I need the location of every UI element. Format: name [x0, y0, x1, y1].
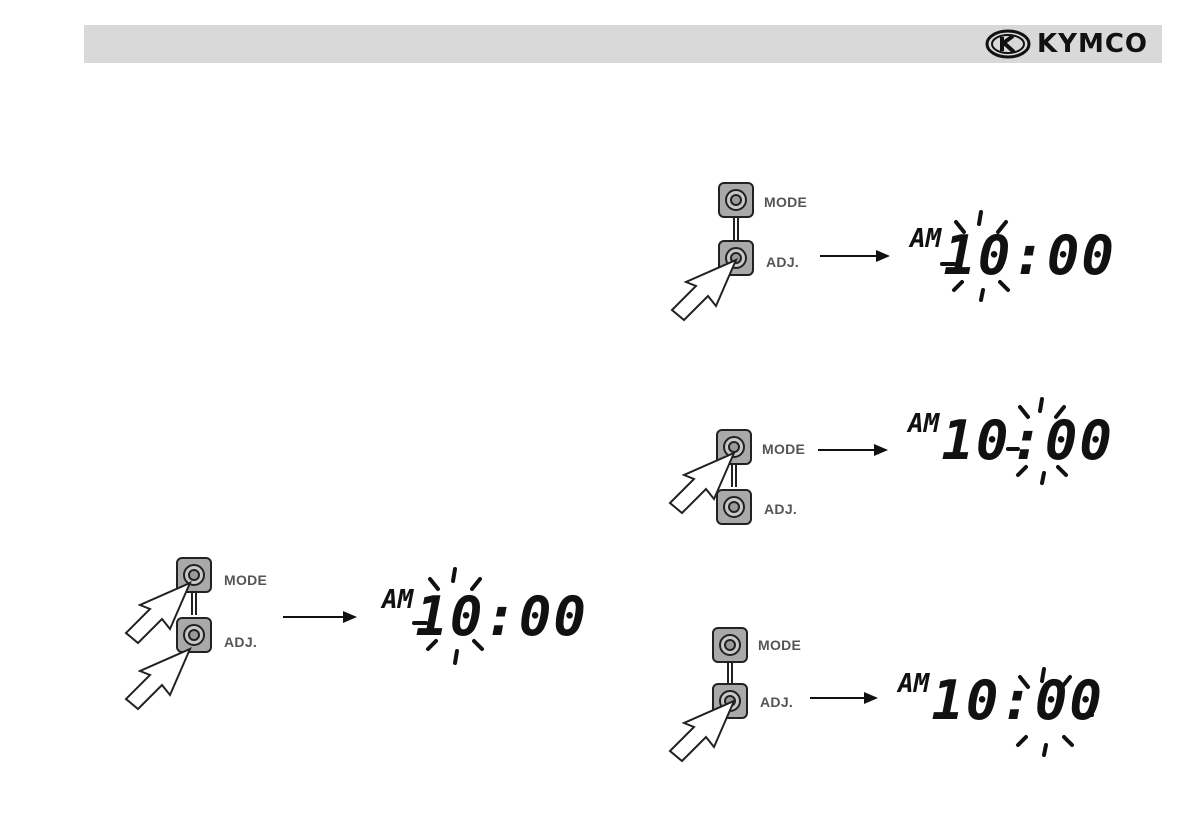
press-pointer-icon — [666, 252, 746, 322]
mode-button — [718, 182, 754, 218]
adj-label: ADJ. — [760, 694, 793, 710]
button-connector — [733, 218, 739, 240]
figure-both-buttons: MODE ADJ. AM10:00 — [120, 555, 590, 715]
kymco-emblem-icon — [985, 29, 1031, 59]
mode-label: MODE — [764, 194, 807, 210]
brand-name: KYMCO — [1037, 29, 1148, 59]
figure-mode-minute: MODE ADJ. AM10:00 — [664, 395, 1104, 535]
blink-rays-icon — [1004, 395, 1084, 485]
arrow-right-icon — [820, 255, 888, 257]
adj-label: ADJ. — [766, 254, 799, 270]
blink-rays-icon — [1004, 665, 1096, 760]
press-pointer-icon — [120, 575, 200, 645]
adj-label: ADJ. — [764, 501, 797, 517]
page-header-bar: KYMCO — [84, 25, 1162, 63]
figure-adj-minute: MODE ADJ. AM10:00 — [664, 625, 1104, 765]
mode-button — [712, 627, 748, 663]
adj-label: ADJ. — [224, 634, 257, 650]
mode-label: MODE — [758, 637, 801, 653]
press-pointer-icon — [120, 641, 200, 711]
mode-label: MODE — [224, 572, 267, 588]
arrow-right-icon — [283, 616, 355, 618]
ampm-indicator: AM — [898, 669, 929, 699]
mode-label: MODE — [762, 441, 805, 457]
blink-rays-icon — [936, 208, 1026, 303]
button-connector — [727, 663, 733, 685]
press-pointer-icon — [664, 445, 744, 515]
arrow-right-icon — [810, 697, 876, 699]
figure-adj-hour: MODE ADJ. AM10:00 — [666, 180, 1106, 330]
press-pointer-icon — [664, 693, 744, 763]
ampm-indicator: AM — [382, 585, 413, 615]
kymco-logo: KYMCO — [985, 29, 1148, 59]
ampm-indicator: AM — [908, 409, 939, 439]
blink-rays-icon — [410, 565, 500, 665]
arrow-right-icon — [818, 449, 886, 451]
